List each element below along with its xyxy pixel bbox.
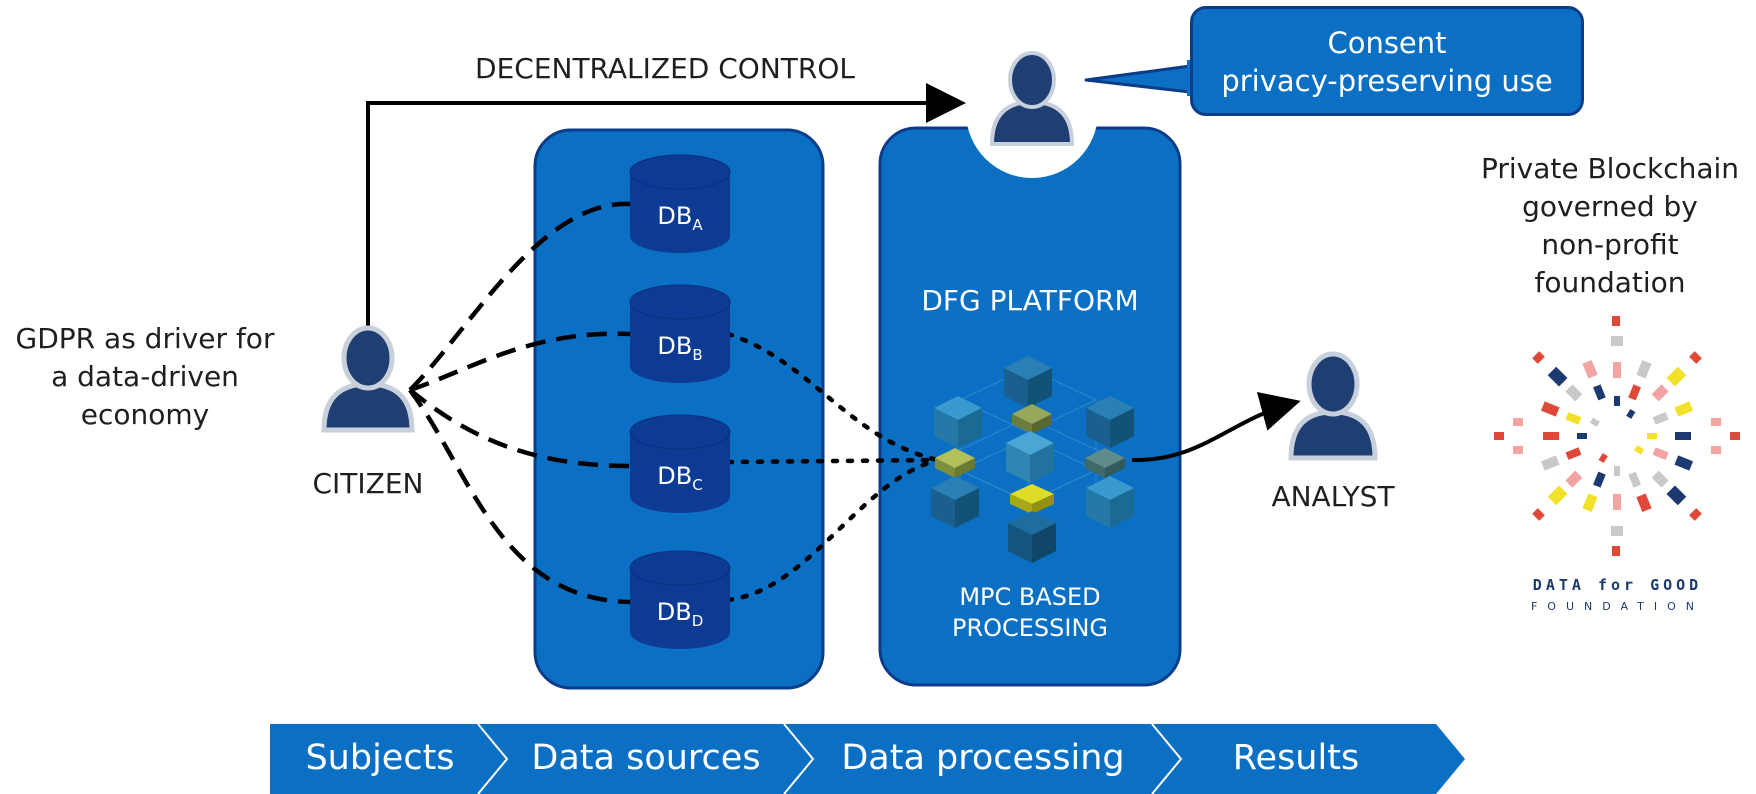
cube	[1086, 396, 1134, 448]
blockchain-label: Private Blockchain governed by non-profi…	[1465, 150, 1755, 302]
consent-line-1: Consent	[1327, 26, 1447, 60]
step-data-sources: Data sources	[531, 738, 761, 778]
bubble-tail	[1084, 64, 1192, 94]
citizen-label: CITIZEN	[312, 467, 424, 500]
decentralized-control-label: DECENTRALIZED CONTROL	[475, 52, 855, 85]
citizen-person-icon	[321, 325, 415, 433]
citizen-links	[408, 201, 631, 605]
cube	[1006, 431, 1054, 483]
sunburst-logo-icon	[1494, 316, 1740, 556]
step-results: Results	[1232, 738, 1360, 778]
gdpr-line-1: GDPR as driver for	[15, 322, 275, 355]
cube	[1010, 484, 1054, 514]
platform-links	[725, 331, 941, 603]
db-label-b: DBB	[630, 332, 730, 364]
database-c	[629, 414, 731, 513]
mpc-line-2: PROCESSING	[951, 614, 1109, 642]
cube	[931, 476, 979, 528]
blockchain-line-4: foundation	[1534, 266, 1686, 299]
step-subjects: Subjects	[305, 738, 455, 778]
database-d	[629, 550, 731, 649]
link-db-d	[408, 388, 631, 605]
db-label-c-sub: C	[692, 475, 703, 494]
database-b	[629, 284, 731, 383]
mpc-line-1: MPC BASED	[959, 583, 1101, 611]
results-arrow	[1131, 392, 1301, 463]
cube	[1004, 356, 1052, 408]
database-a	[629, 154, 731, 253]
consent-line-2: privacy-preserving use	[1221, 64, 1553, 98]
dot-link-c	[725, 457, 941, 465]
process-bar-shape	[270, 723, 1465, 794]
db-label-a-base: DB	[657, 202, 693, 230]
db-label-d-base: DB	[656, 598, 692, 626]
platform-title: DFG PLATFORM	[921, 284, 1139, 317]
mpc-label: MPC BASED PROCESSING	[880, 582, 1180, 644]
blockchain-line-3: non-profit	[1541, 228, 1679, 261]
gdpr-line-2: a data-driven	[51, 360, 239, 393]
link-db-c	[408, 388, 631, 469]
cube	[1008, 511, 1056, 563]
decentralized-control-arrow	[366, 83, 966, 337]
db-label-a-sub: A	[692, 215, 703, 234]
blockchain-line-2: governed by	[1522, 190, 1698, 223]
analyst-label: ANALYST	[1271, 480, 1395, 513]
cube-network-icon	[931, 356, 1134, 563]
step-data-processing: Data processing	[841, 738, 1125, 778]
cube	[1085, 448, 1125, 478]
gdpr-line-3: economy	[80, 398, 210, 431]
cube	[1012, 404, 1052, 434]
dot-link-b	[725, 331, 941, 463]
dot-link-d	[725, 457, 941, 603]
cube	[935, 448, 975, 478]
db-label-c: DBC	[630, 462, 730, 494]
analyst-person-icon	[1288, 351, 1378, 461]
cube	[1086, 476, 1134, 528]
logo-title: DATA for GOOD	[1532, 576, 1703, 594]
cube	[934, 396, 982, 448]
db-label-b-sub: B	[692, 345, 703, 364]
consent-bubble: Consent privacy-preserving use	[1190, 6, 1584, 116]
blockchain-line-1: Private Blockchain	[1480, 152, 1740, 185]
db-label-d: DBD	[630, 598, 730, 630]
link-db-b	[409, 331, 631, 393]
gdpr-label: GDPR as driver for a data-driven economy	[0, 320, 290, 434]
data-sources-panel	[533, 128, 825, 690]
db-label-d-sub: D	[691, 611, 704, 630]
link-db-a	[408, 201, 631, 392]
db-label-a: DBA	[630, 202, 730, 234]
platform-person-icon	[989, 51, 1075, 146]
db-label-b-base: DB	[657, 332, 693, 360]
logo-subtitle: FOUNDATION	[1530, 600, 1705, 613]
db-label-c-base: DB	[657, 462, 693, 490]
